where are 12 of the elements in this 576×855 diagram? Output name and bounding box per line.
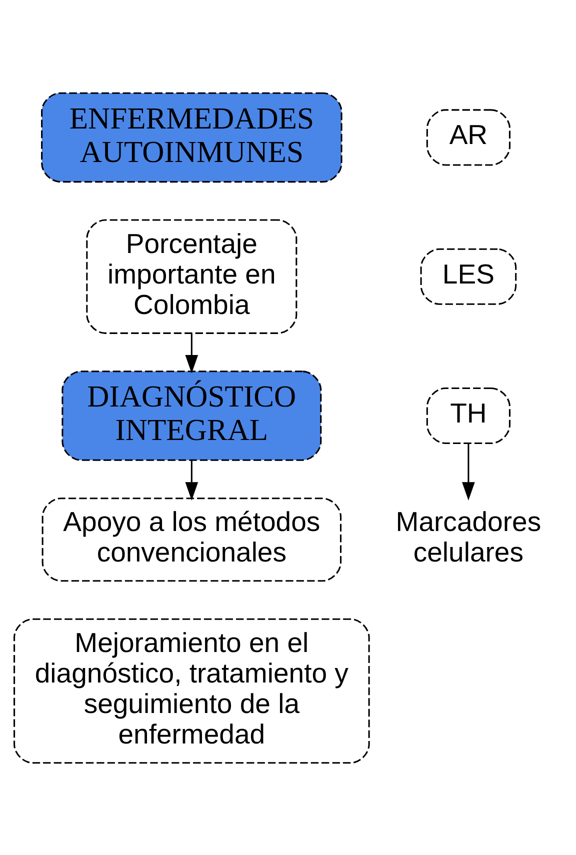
arrow	[462, 443, 475, 500]
node-box: Apoyo a los métodos convencionales	[42, 497, 342, 582]
node-box: LES	[420, 248, 517, 304]
node-box: DIAGNÓSTICO INTEGRAL	[62, 370, 322, 460]
node-box: Porcentaje importante en Colombia	[86, 218, 298, 334]
node-box: Mejoramiento en el diagnóstico, tratamiento y seguimiento de la enfermedad	[14, 618, 370, 764]
node-text: Marcadores celulares	[396, 506, 542, 568]
node-box: ENFERMEDADES AUTOINMUNES	[41, 92, 342, 182]
node-box: TH	[426, 386, 510, 444]
arrow	[185, 460, 198, 500]
node-box: AR	[426, 108, 510, 166]
arrow	[185, 333, 198, 373]
